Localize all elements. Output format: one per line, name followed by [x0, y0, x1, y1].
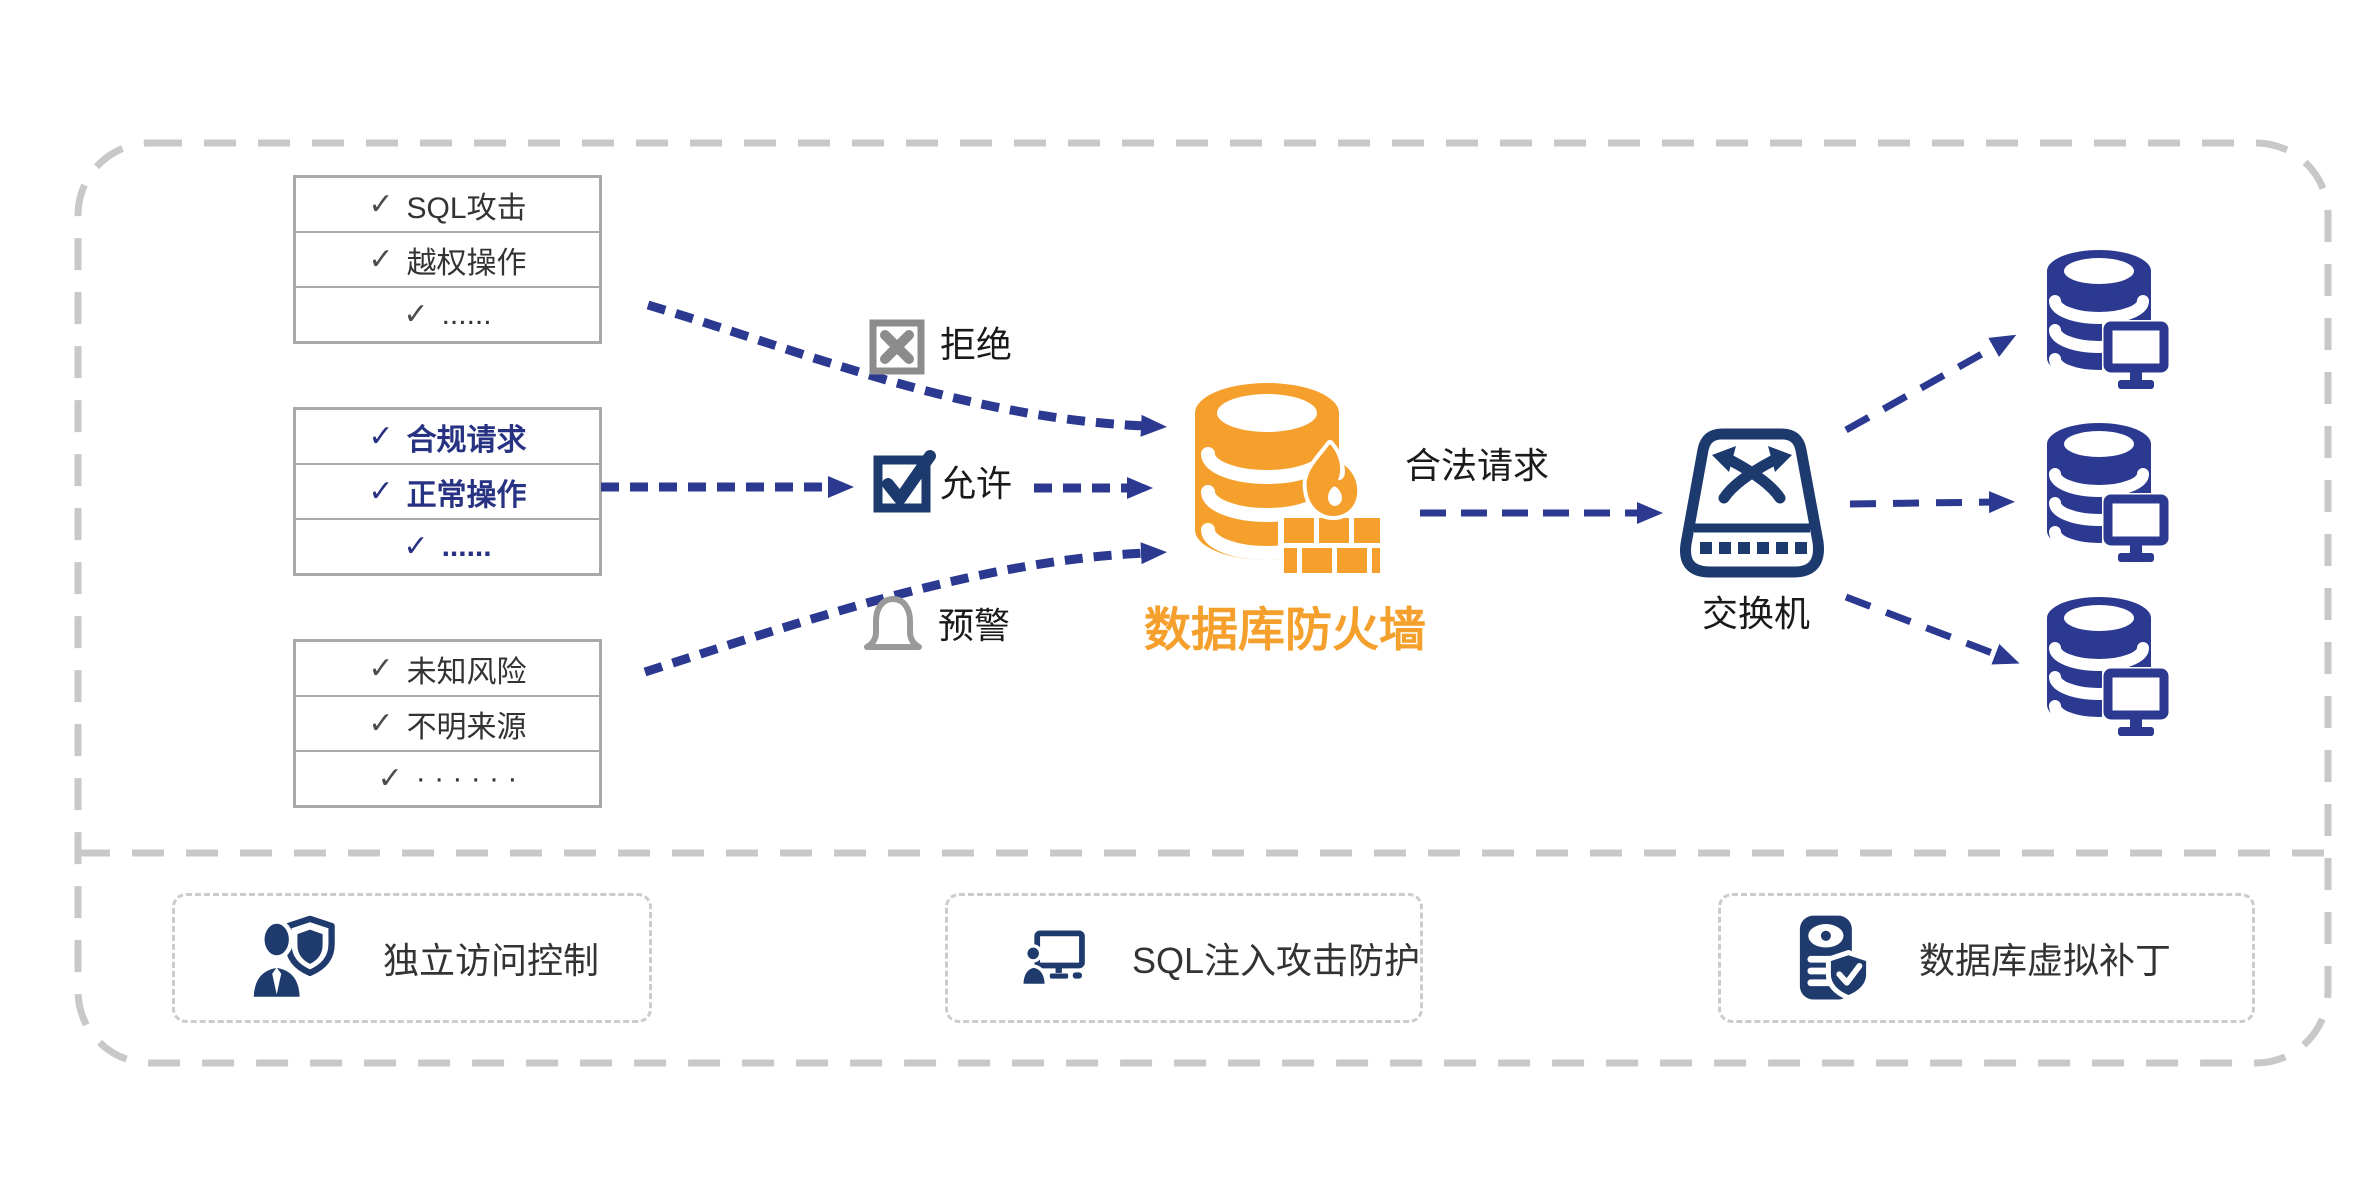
check-icon: ✓: [368, 475, 394, 508]
flame: [1302, 440, 1362, 520]
database-server-icon-3: [2047, 597, 2174, 739]
operator-monitor-icon: [1020, 930, 1085, 988]
reject-checkbox-icon: [869, 319, 925, 375]
allow-label: 允许: [940, 463, 1013, 504]
list-item: ✓ SQL攻击: [296, 178, 599, 231]
list-item-label: 不明来源: [406, 710, 527, 744]
list-item: ✓ 越权操作: [296, 231, 599, 286]
arrow-switch-to-db3: [1844, 593, 2020, 665]
list-item-label: ......: [441, 297, 492, 331]
check-icon: ✓: [368, 420, 394, 453]
check-icon: ✓: [377, 762, 403, 795]
check-icon: ✓: [403, 530, 429, 563]
switch-ports: [1700, 542, 1807, 554]
list-item: ✓ ......: [296, 286, 599, 341]
arrow-switch-to-db1: [1844, 334, 2017, 434]
admin-shield-icon: [249, 915, 335, 1001]
list-item: ✓ ......: [296, 518, 599, 573]
allow-checkbox-icon: [873, 450, 936, 513]
list-item: ✓ 合规请求: [296, 410, 599, 463]
request-box-legitimate: ✓ 合规请求 ✓ 正常操作 ✓ ......: [293, 407, 602, 576]
check-icon: ✓: [403, 298, 429, 331]
check-icon: ✓: [368, 243, 394, 276]
list-item: ✓ · · · · · ·: [296, 750, 599, 805]
database-firewall-icon: [1195, 383, 1382, 582]
feature-label: SQL注入攻击防护: [1131, 940, 1420, 981]
switch-label: 交换机: [1701, 593, 1810, 634]
database-shield-icon: [1799, 915, 1872, 1001]
list-item-label: ......: [441, 529, 492, 563]
network-switch-icon: [1680, 428, 1824, 578]
arrow-switch-to-db2: [1849, 491, 2015, 514]
list-item-label: SQL攻击: [406, 191, 527, 225]
brick-wall: [1284, 518, 1380, 573]
alert-bell-icon: [864, 596, 922, 650]
list-item-label: 越权操作: [406, 246, 527, 280]
database-server-icon-1: [2047, 250, 2174, 392]
reject-label: 拒绝: [940, 324, 1013, 365]
list-item: ✓ 未知风险: [296, 642, 599, 695]
request-box-attacks: ✓ SQL攻击 ✓ 越权操作 ✓ ......: [293, 175, 602, 344]
list-item: ✓ 不明来源: [296, 695, 599, 750]
check-icon: ✓: [368, 707, 394, 740]
feature-sql-injection-protection: SQL注入攻击防护: [945, 893, 1423, 1023]
feature-virtual-patch: 数据库虚拟补丁: [1718, 893, 2255, 1023]
feature-label: 数据库虚拟补丁: [1919, 940, 2172, 981]
feature-access-control: 独立访问控制: [172, 893, 652, 1023]
list-item: ✓ 正常操作: [296, 463, 599, 518]
list-item-label: 正常操作: [406, 478, 527, 512]
list-item-label: 未知风险: [406, 655, 527, 689]
check-icon: ✓: [368, 652, 394, 685]
request-box-unknown: ✓ 未知风险 ✓ 不明来源 ✓ · · · · · ·: [293, 639, 602, 808]
list-item-label: 合规请求: [406, 423, 527, 457]
database-server-icon-2: [2047, 423, 2174, 565]
list-item-label: · · · · · ·: [415, 761, 518, 795]
check-icon: ✓: [368, 188, 394, 221]
firewall-label: 数据库防火墙: [1144, 603, 1426, 656]
feature-label: 独立访问控制: [383, 940, 600, 981]
alert-label: 预警: [938, 605, 1011, 646]
legal-request-label: 合法请求: [1405, 445, 1550, 486]
